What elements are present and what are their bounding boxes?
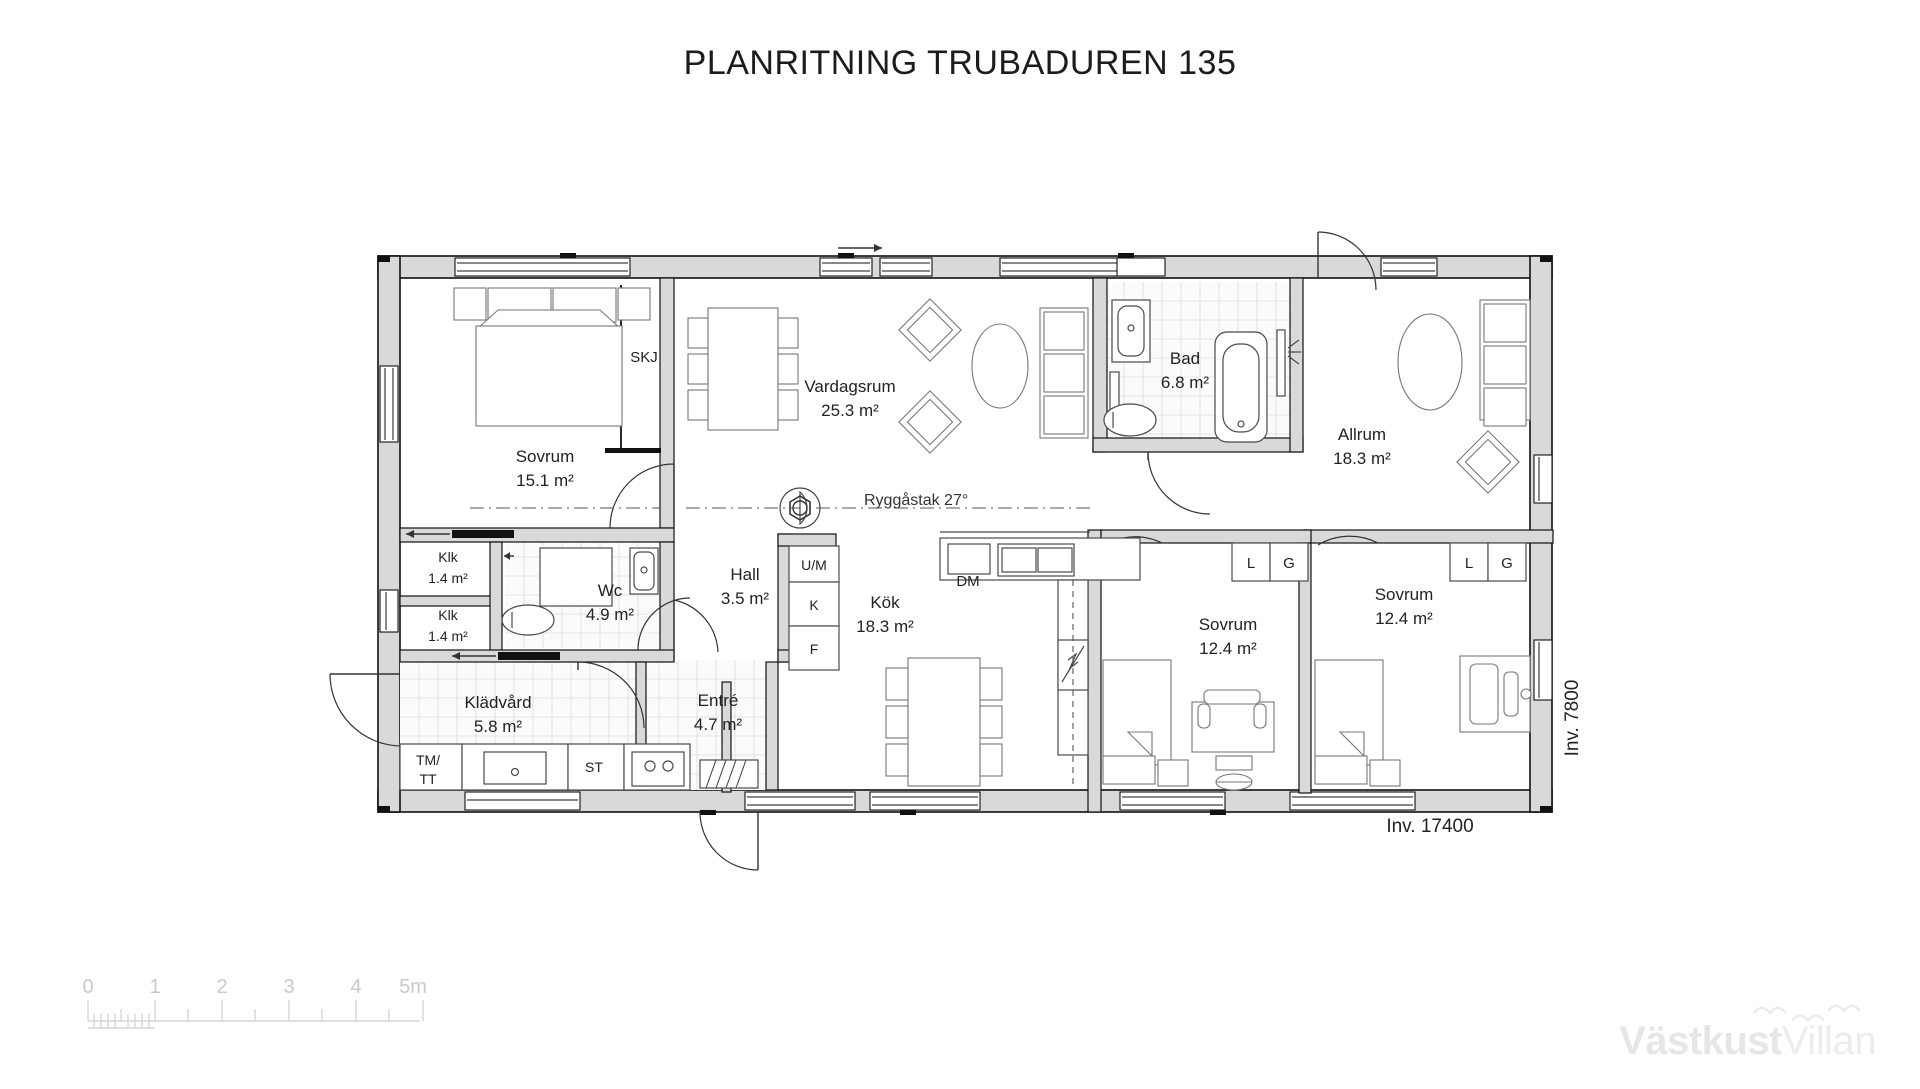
room-area-sovrum-right: 12.4 m²	[1375, 609, 1433, 628]
room-name-klk-lower: Klk	[438, 607, 458, 623]
room-name-klk-upper: Klk	[438, 549, 458, 565]
dimension-width: Inv. 17400	[1386, 816, 1473, 837]
room-name-kok: Kök	[870, 593, 900, 612]
scale-tick-1: 1	[149, 976, 160, 998]
room-name-sovrum-mid: Sovrum	[1199, 615, 1258, 634]
ridge-line: Ryggåstak 27°	[470, 487, 1095, 790]
room-area-klk-lower: 1.4 m²	[428, 628, 468, 644]
seagull-icon	[1746, 997, 1866, 1032]
sliding-door-arrows	[406, 244, 882, 660]
room-area-sovrum-mid: 12.4 m²	[1199, 639, 1257, 658]
scale-bar: 0 1 2 3 4 5m	[82, 976, 427, 1029]
room-area-bad: 6.8 m²	[1161, 373, 1210, 392]
room-name-wc: Wc	[598, 581, 623, 600]
room-area-sovrum-master: 15.1 m²	[516, 471, 574, 490]
room-area-allrum: 18.3 m²	[1333, 449, 1391, 468]
room-area-kok: 18.3 m²	[856, 617, 914, 636]
scale-tick-4: 4	[350, 976, 361, 998]
scale-tick-2: 2	[216, 976, 227, 998]
appliance-label-washer: U/M	[801, 557, 827, 573]
room-name-sovrum-master: Sovrum	[516, 447, 575, 466]
closet-label-skj: SKJ	[630, 349, 658, 366]
scale-tick-3: 3	[283, 976, 294, 998]
closet-label-mid-l: L	[1247, 555, 1255, 572]
room-labels: Sovrum 15.1 m² Vardagsrum 25.3 m² Bad 6.…	[428, 349, 1433, 736]
dimension-depth: Inv. 7800	[1562, 680, 1583, 757]
closet-boxes: SKJ L G L G U/M K F DM TM/ TT ST	[416, 349, 1527, 787]
page-title: PLANRITNING TRUBADUREN 135	[683, 44, 1237, 82]
room-area-vardagsrum: 25.3 m²	[821, 401, 879, 420]
appliance-label-freezer: F	[810, 641, 819, 657]
room-name-sovrum-right: Sovrum	[1375, 585, 1434, 604]
scale-tick-5: 5m	[399, 976, 427, 998]
logo-text-villan: Villan	[1781, 1019, 1877, 1063]
room-name-vardagsrum: Vardagsrum	[804, 377, 895, 396]
room-name-bad: Bad	[1170, 349, 1200, 368]
doors	[329, 231, 1379, 871]
brand-logo: VästkustVillan	[1619, 1004, 1877, 1063]
room-area-kladvard: 5.8 m²	[474, 717, 523, 736]
roof-annotation: Ryggåstak 27°	[864, 491, 968, 509]
room-area-hall: 3.5 m²	[721, 589, 770, 608]
room-name-entre: Entré	[698, 691, 739, 710]
appliance-label-tumble-2: TT	[419, 771, 437, 787]
room-area-klk-upper: 1.4 m²	[428, 570, 468, 586]
appliance-label-fridge: K	[809, 597, 819, 613]
appliance-label-tumble-1: TM/	[416, 752, 440, 768]
appliance-label-st: ST	[585, 759, 603, 775]
dimension-labels: Inv. 17400 Inv. 7800	[1386, 680, 1583, 837]
closet-label-right-g: G	[1501, 555, 1513, 572]
windows	[379, 253, 1553, 815]
room-name-kladvard: Klädvård	[464, 693, 531, 712]
furniture	[399, 287, 1532, 791]
scale-tick-0: 0	[82, 976, 93, 998]
appliance-label-dishwasher: DM	[956, 573, 979, 590]
room-area-wc: 4.9 m²	[586, 605, 635, 624]
logo-text-vastkust: Västkust	[1619, 1019, 1782, 1063]
closet-label-right-l: L	[1465, 555, 1473, 572]
room-name-allrum: Allrum	[1338, 425, 1386, 444]
room-name-hall: Hall	[730, 565, 759, 584]
closet-label-mid-g: G	[1283, 555, 1295, 572]
room-area-entre: 4.7 m²	[694, 715, 743, 734]
